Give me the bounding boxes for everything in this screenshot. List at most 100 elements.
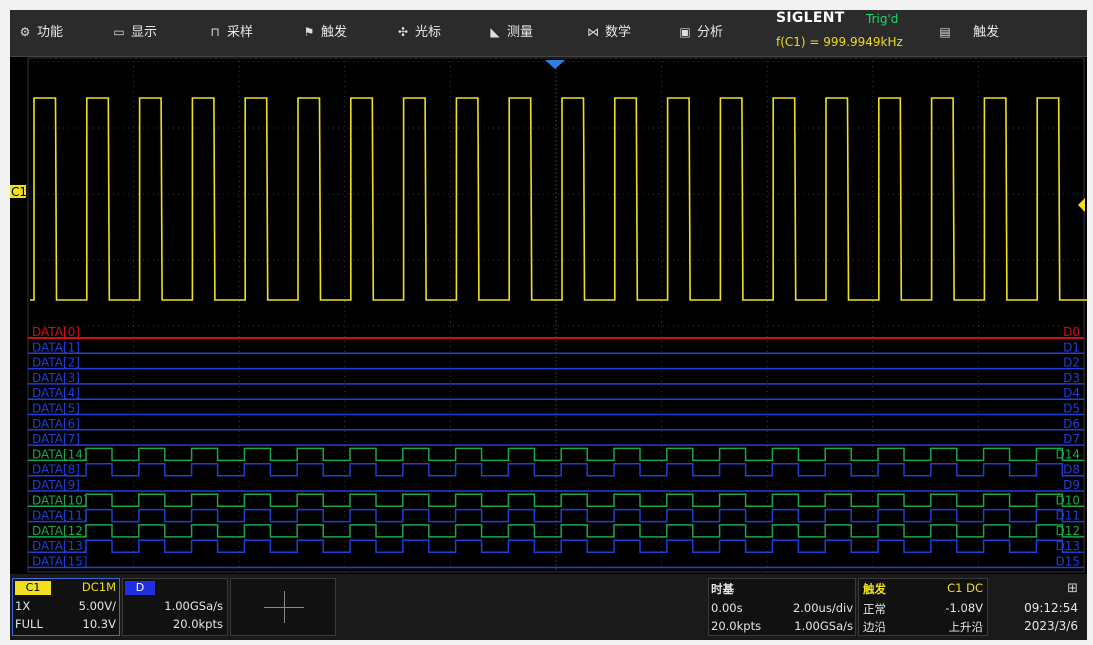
timebase-memory: 20.0kpts xyxy=(711,619,762,633)
trigger-status: Trig'd xyxy=(866,12,899,26)
digital-channel-row[interactable]: DATA[7]D7 xyxy=(28,432,1084,446)
trigger-title: 触发 xyxy=(863,582,886,596)
c1-badge: C1 xyxy=(15,581,51,595)
menu-item-label: 分析 xyxy=(697,25,724,40)
digital-channel-tag: D9 xyxy=(1063,478,1080,492)
menu-item-1[interactable]: ▭ 显示 xyxy=(112,10,157,56)
timebase-rate: 1.00GSa/s xyxy=(794,619,853,633)
digital-channel-row[interactable]: DATA[11] D11 xyxy=(28,509,1084,523)
menu-item-label: 数学 xyxy=(605,25,632,40)
digital-trace xyxy=(28,508,1084,523)
trigger-source: C1 DC xyxy=(947,581,983,595)
digital-channel-name: DATA[8] xyxy=(32,463,80,477)
clock-time: 09:12:54 xyxy=(1024,601,1078,615)
digital-channel-name: DATA[14] xyxy=(32,447,88,461)
menu-label: 触发 xyxy=(973,25,1000,40)
digital-panel[interactable]: D 1.00GSa/s 20.0kpts xyxy=(122,578,228,636)
timebase-delay: 0.00s xyxy=(711,601,743,615)
trigger-mode: 正常 xyxy=(863,602,886,616)
digital-channel-row[interactable]: DATA[8] D8 xyxy=(28,463,1084,477)
digital-trace xyxy=(28,493,1084,508)
trigger-panel[interactable]: 触发 C1 DC 正常 -1.08V 边沿 上升沿 xyxy=(858,578,988,636)
digital-channel-name: DATA[13] xyxy=(32,539,88,553)
menu-item-label: 显示 xyxy=(131,25,158,40)
menu-item-0[interactable]: ⚙功能 xyxy=(18,10,63,56)
menu-item-4[interactable]: ✣ 光标 xyxy=(396,10,441,56)
digital-channel-tag: D4 xyxy=(1063,386,1080,400)
digital-channel-name: DATA[9] xyxy=(32,478,80,492)
digital-channel-tag: D13 xyxy=(1055,539,1080,553)
measure-icon: ◣ xyxy=(490,25,500,39)
c1-offset: 10.3V xyxy=(82,617,116,631)
digital-channel-tag: D10 xyxy=(1055,493,1080,507)
digital-channel-row[interactable]: DATA[9] D9 xyxy=(28,478,1084,492)
digital-channel-name: DATA[3] xyxy=(32,371,80,385)
menu-item-label: 触发 xyxy=(321,25,348,40)
digital-channel-tag: D11 xyxy=(1055,509,1080,523)
digital-channel-row[interactable]: DATA[1] D1 xyxy=(28,340,1084,354)
digital-channel-name: DATA[12] xyxy=(32,524,88,538)
clock-panel: ⊞ 09:12:54 2023/3/6 xyxy=(992,578,1085,636)
c1-bandwidth: FULL xyxy=(15,617,43,631)
digital-channel-tag: D15 xyxy=(1055,555,1080,569)
digital-trace xyxy=(28,447,1084,462)
digital-channel-tag: D5 xyxy=(1063,402,1080,416)
add-channel-button[interactable] xyxy=(230,578,336,636)
digital-channel-row[interactable]: DATA[10] D10 xyxy=(28,493,1084,507)
status-bar: C1 DC1M 1X 5.00V/ FULL 10.3V D 1.00GSa/s… xyxy=(10,574,1087,640)
waveform-area[interactable]: DATA[0]D0DATA[1]D1DATA[2]D2DATA[3]D3DATA… xyxy=(10,56,1087,574)
digital-channel-tag: D3 xyxy=(1063,371,1080,385)
digital-channel-row[interactable]: DATA[15] D15 xyxy=(28,555,1084,569)
display-icon: ▭ xyxy=(113,25,125,39)
digital-channel-tag: D1 xyxy=(1063,340,1080,354)
channel1-panel[interactable]: C1 DC1M 1X 5.00V/ FULL 10.3V xyxy=(12,578,120,636)
menu-item-label: 光标 xyxy=(415,25,442,40)
ch1-waveform xyxy=(30,97,1087,301)
trigger-slope: 上升沿 xyxy=(948,620,984,634)
c1-probe: 1X xyxy=(15,599,31,613)
oscilloscope-screen: ⚙功能 ▭ 显示 ⊓采样 ⚑触发 ✣ 光标 ◣测量 ⋈数学 ▣分析 SIGLENT Trig'd … xyxy=(10,10,1087,640)
digital-channel-row[interactable]: DATA[6]D6 xyxy=(28,417,1084,431)
digital-channel-name: DATA[15] xyxy=(32,555,88,569)
menu-item-7[interactable]: ▣分析 xyxy=(678,10,723,56)
digital-channel-row[interactable]: DATA[5]D5 xyxy=(28,402,1084,416)
digital-channel-name: DATA[6] xyxy=(32,417,80,431)
ch1-offset-marker[interactable] xyxy=(10,185,26,198)
digital-channel-tag: D12 xyxy=(1055,524,1080,538)
digital-channel-name: DATA[10] xyxy=(32,493,88,507)
digital-channel-row[interactable]: DATA[12] D12 xyxy=(28,524,1084,538)
digital-channel-name: DATA[2] xyxy=(32,356,80,370)
digital-channel-row[interactable]: DATA[14] D14 xyxy=(28,447,1084,461)
timebase-title: 时基 xyxy=(711,582,734,596)
digital-channel-tag: D8 xyxy=(1063,463,1080,477)
digital-channel-row[interactable]: DATA[0]D0 xyxy=(28,325,1084,339)
network-icon: ⊞ xyxy=(1067,581,1078,596)
menu-item-3[interactable]: ⚑触发 xyxy=(302,10,347,56)
digital-channel-name: DATA[11] xyxy=(32,509,88,523)
c1-coupling: DC1M xyxy=(81,580,116,594)
gear-icon: ⚙ xyxy=(19,25,31,39)
digital-channel-row[interactable]: DATA[13] D13 xyxy=(28,539,1084,553)
digital-channel-tag: D14 xyxy=(1055,447,1080,461)
digital-channel-row[interactable]: DATA[2] D2 xyxy=(28,356,1084,370)
menu-item-2[interactable]: ⊓采样 xyxy=(208,10,253,56)
timebase-panel[interactable]: 时基 0.00s 2.00us/div 20.0kpts 1.00GSa/s xyxy=(708,578,856,636)
digital-channel-name: DATA[1] xyxy=(32,340,80,354)
frequency-readout: f(C1) = 999.9949kHz xyxy=(776,35,903,49)
menu-item-label: 采样 xyxy=(227,25,254,40)
digital-channel-tag: D7 xyxy=(1063,432,1080,446)
digital-channel-tag: D0 xyxy=(1063,325,1080,339)
trigger-position-marker[interactable] xyxy=(545,60,565,69)
digital-channel-tag: D2 xyxy=(1063,356,1080,370)
digital-channel-row[interactable]: DATA[4]D4 xyxy=(28,386,1084,400)
trigger-level-marker[interactable] xyxy=(1078,198,1085,212)
battery-icon: ▤ xyxy=(939,25,951,39)
brand-status: SIGLENT Trig'd f(C1) = 999.9949kHz xyxy=(770,10,922,56)
digital-badge: D xyxy=(125,581,155,595)
menu-trigger-right[interactable]: ▤ 触发 xyxy=(938,10,999,56)
menu-item-5[interactable]: ◣测量 xyxy=(488,10,533,56)
digital-channel-row[interactable]: DATA[3] D3 xyxy=(28,371,1084,385)
menu-item-6[interactable]: ⋈数学 xyxy=(586,10,631,56)
cursor-icon: ✣ xyxy=(397,25,409,39)
clock-date: 2023/3/6 xyxy=(1024,619,1078,633)
